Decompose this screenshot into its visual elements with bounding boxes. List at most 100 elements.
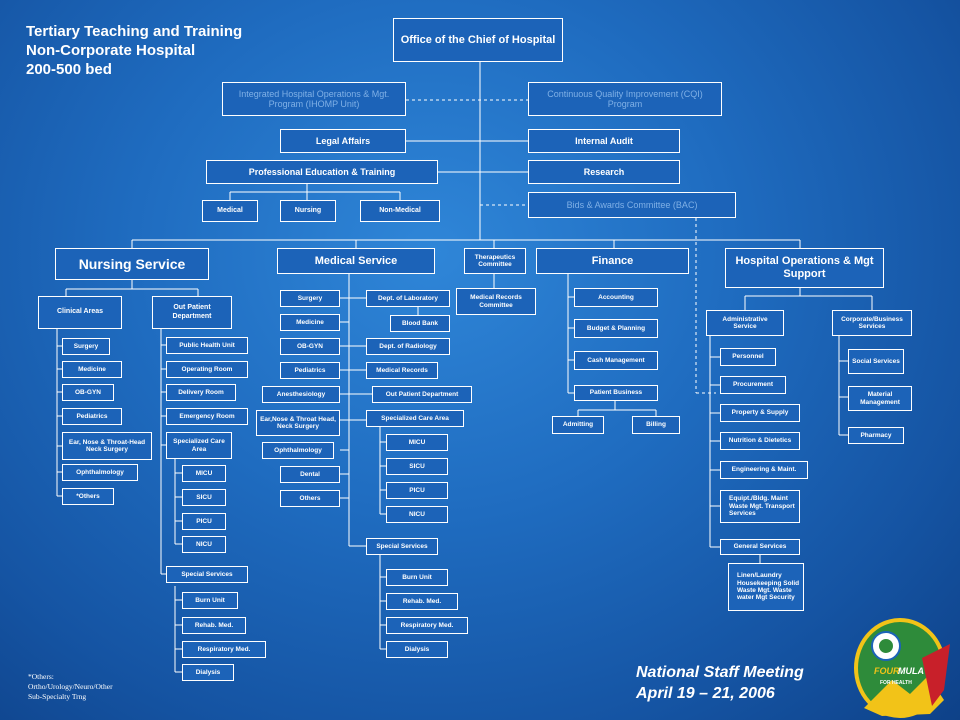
logo-text-four: FOUR bbox=[874, 666, 900, 676]
bids-awards-committee-box: Bids & Awards Committee (BAC) bbox=[528, 192, 736, 218]
medical-service-box: Medical Service bbox=[277, 248, 435, 274]
nursing-specialized-care-box: Specialized Care Area bbox=[166, 432, 232, 459]
admin-item: General Services bbox=[720, 539, 800, 555]
meeting-name: National Staff Meeting bbox=[636, 664, 804, 681]
meeting-date: April 19 – 21, 2006 bbox=[636, 685, 775, 702]
medical-special-item: Rehab. Med. bbox=[386, 593, 458, 610]
general-services-sub-box: Linen/Laundry Housekeeping Solid Waste M… bbox=[728, 563, 804, 611]
research-box: Research bbox=[528, 160, 680, 184]
medical-care-item: PICU bbox=[386, 482, 448, 499]
admin-item: Property & Supply bbox=[720, 404, 800, 422]
medical-dept-item: Ear,Nose & Throat Head, Neck Surgery bbox=[256, 410, 340, 436]
nursing-care-item: PICU bbox=[182, 513, 226, 530]
title-line-2: Non-Corporate Hospital bbox=[26, 42, 196, 59]
nursing-special-item: Dialysis bbox=[182, 664, 234, 681]
admin-item: Equipt./Bldg. Maint Waste Mgt. Transport… bbox=[720, 490, 800, 523]
medical-care-item: SICU bbox=[386, 458, 448, 475]
admin-item: Nutrition & Dietetics bbox=[720, 432, 800, 450]
nursing-special-item: Burn Unit bbox=[182, 592, 238, 609]
nursing-clinical-item: *Others bbox=[62, 488, 114, 505]
radiology-box: Dept. of Radiology bbox=[366, 338, 450, 355]
nursing-opd-item: Public Health Unit bbox=[166, 337, 248, 354]
pet-non-medical-box: Non-Medical bbox=[360, 200, 440, 222]
medical-dept-item: Anesthesiology bbox=[262, 386, 340, 403]
medical-specialized-care-box: Specialized Care Area bbox=[366, 410, 464, 427]
nursing-special-item: Rehab. Med. bbox=[182, 617, 246, 634]
internal-audit-box: Internal Audit bbox=[528, 129, 680, 153]
medical-dept-item: Ophthalmology bbox=[262, 442, 334, 459]
nursing-clinical-item: Ophthalmology bbox=[62, 464, 138, 481]
slide-title: Tertiary Teaching and Training Non-Corpo… bbox=[26, 22, 242, 79]
admitting-box: Admitting bbox=[552, 416, 604, 434]
medical-dept-item: Dental bbox=[280, 466, 340, 483]
pet-nursing-box: Nursing bbox=[280, 200, 336, 222]
pet-medical-box: Medical bbox=[202, 200, 258, 222]
nursing-special-item: Respiratory Med. bbox=[182, 641, 266, 658]
nursing-opd-item: Delivery Room bbox=[166, 384, 236, 401]
nursing-clinical-item: OB-GYN bbox=[62, 384, 114, 401]
corp-item: Social Services bbox=[848, 349, 904, 374]
medical-records-committee-box: Medical Records Committee bbox=[456, 288, 536, 315]
nursing-opd-item: Operating Room bbox=[166, 361, 248, 378]
finance-item: Cash Management bbox=[574, 351, 658, 370]
corporate-business-box: Corporate/Business Services bbox=[832, 310, 912, 336]
professional-education-box: Professional Education & Training bbox=[206, 160, 438, 184]
logo-text-for-health: FOR HEALTH bbox=[880, 680, 912, 686]
logo-text-mula: MULA bbox=[898, 666, 924, 676]
finance-box: Finance bbox=[536, 248, 689, 274]
nursing-care-item: SICU bbox=[182, 489, 226, 506]
footnote-line-2: Ortho/Urology/Neuro/Other bbox=[28, 682, 113, 691]
medical-special-services-box: Special Services bbox=[366, 538, 438, 555]
cqi-program-box: Continuous Quality Improvement (CQI) Pro… bbox=[528, 82, 722, 116]
finance-item: Accounting bbox=[574, 288, 658, 307]
hospital-operations-box: Hospital Operations & Mgt Support bbox=[725, 248, 884, 288]
nursing-clinical-item: Surgery bbox=[62, 338, 110, 355]
finance-item: Patient Business bbox=[574, 385, 658, 401]
nursing-opd-item: Emergency Room bbox=[166, 408, 248, 425]
finance-item: Budget & Planning bbox=[574, 319, 658, 338]
laboratory-box: Dept. of Laboratory bbox=[366, 290, 450, 307]
medical-special-item: Dialysis bbox=[386, 641, 448, 658]
medical-care-item: MICU bbox=[386, 434, 448, 451]
chief-of-hospital-box: Office of the Chief of Hospital bbox=[393, 18, 563, 62]
medical-care-item: NICU bbox=[386, 506, 448, 523]
medical-dept-item: OB-GYN bbox=[280, 338, 340, 355]
title-line-3: 200-500 bed bbox=[26, 61, 112, 78]
nursing-clinical-item: Ear, Nose & Throat-Head Neck Surgery bbox=[62, 432, 152, 460]
billing-box: Billing bbox=[632, 416, 680, 434]
meeting-caption: National Staff Meeting April 19 – 21, 20… bbox=[636, 662, 804, 704]
administrative-service-box: Administrative Service bbox=[706, 310, 784, 336]
corp-item: Pharmacy bbox=[848, 427, 904, 444]
clinical-areas-box: Clinical Areas bbox=[38, 296, 122, 329]
blood-bank-box: Blood Bank bbox=[390, 315, 450, 332]
ihomp-unit-box: Integrated Hospital Operations & Mgt. Pr… bbox=[222, 82, 406, 116]
admin-item: Personnel bbox=[720, 348, 776, 366]
medical-special-item: Respiratory Med. bbox=[386, 617, 468, 634]
medical-dept-item: Pediatrics bbox=[280, 362, 340, 379]
legal-affairs-box: Legal Affairs bbox=[280, 129, 406, 153]
nursing-service-box: Nursing Service bbox=[55, 248, 209, 280]
medical-dept-item: Surgery bbox=[280, 290, 340, 307]
corp-item: Material Management bbox=[848, 386, 912, 411]
footnote-line-3: Sub-Specialty Trng bbox=[28, 692, 87, 701]
medical-records-box: Medical Records bbox=[366, 362, 438, 379]
nursing-clinical-item: Medicine bbox=[62, 361, 122, 378]
admin-item: Procurement bbox=[720, 376, 786, 394]
fourmula-logo: FOUR MULA FOR HEALTH bbox=[854, 618, 950, 718]
nursing-special-services-box: Special Services bbox=[166, 566, 248, 583]
medical-dept-item: Others bbox=[280, 490, 340, 507]
medical-dept-item: Medicine bbox=[280, 314, 340, 331]
nursing-opd-box: Out Patient Department bbox=[152, 296, 232, 329]
therapeutics-committee-box: Therapeutics Committee bbox=[464, 248, 526, 274]
admin-item: Engineering & Maint. bbox=[720, 461, 808, 479]
footnote-line-1: *Others: bbox=[28, 672, 54, 681]
medical-special-item: Burn Unit bbox=[386, 569, 448, 586]
nursing-care-item: MICU bbox=[182, 465, 226, 482]
nursing-clinical-item: Pediatrics bbox=[62, 408, 122, 425]
nursing-care-item: NICU bbox=[182, 536, 226, 553]
others-footnote: *Others: Ortho/Urology/Neuro/Other Sub-S… bbox=[28, 672, 113, 702]
title-line-1: Tertiary Teaching and Training bbox=[26, 23, 243, 40]
medical-opd-box: Out Patient Department bbox=[372, 386, 472, 403]
